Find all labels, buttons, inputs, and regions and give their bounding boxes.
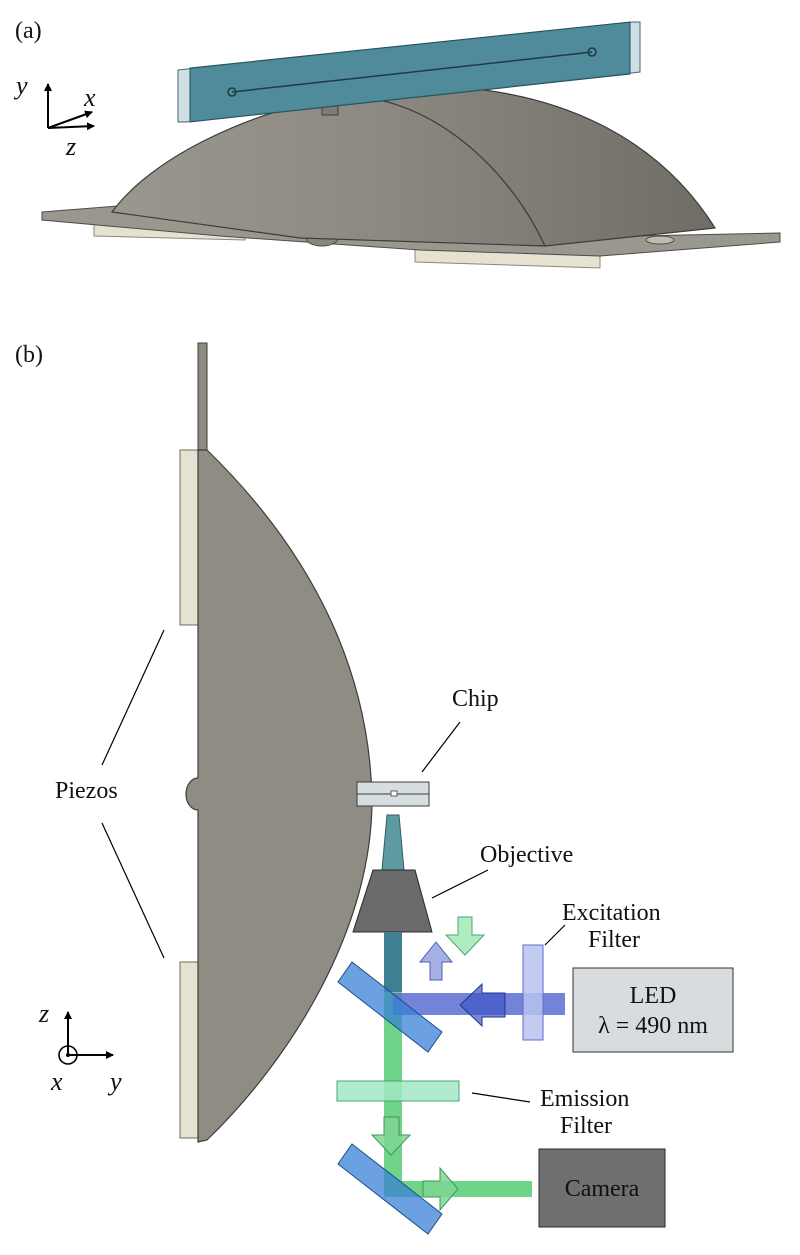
emission-right-arrow (422, 1166, 459, 1212)
axis-x-dot (66, 1053, 70, 1057)
chip-outlet (587, 47, 597, 57)
dichroic-mirror (337, 961, 443, 1053)
axis-z-arrow (47, 122, 95, 131)
excitation-filter-label-1: Excitation (562, 900, 661, 926)
chip-channel (231, 51, 593, 93)
axis-x-label-b: x (50, 1067, 63, 1096)
piezos-leader-bottom (101, 822, 165, 959)
chip-leader (421, 721, 461, 773)
beam-column-upper (384, 932, 402, 992)
piezos-label: Piezos (55, 778, 118, 804)
piezos-leader-top (101, 629, 165, 766)
excitation-filter-label-2: Filter (588, 927, 640, 953)
panel-a-axes: y x z (13, 71, 96, 161)
emission-down-arrow-top (444, 916, 486, 956)
axis-y-label-b: y (107, 1067, 122, 1096)
emission-filter-label-2: Filter (560, 1113, 612, 1139)
chip-label: Chip (452, 686, 499, 712)
led-label: LED (630, 983, 677, 1009)
axis-z-label: z (65, 132, 76, 161)
camera-label: Camera (565, 1176, 640, 1202)
objective-leader (431, 869, 489, 899)
axis-z-label-b: z (38, 999, 49, 1028)
excitation-up-arrow (418, 941, 454, 981)
objective-body (352, 869, 433, 933)
axis-x-arrow (47, 110, 93, 129)
panel-b: (b) (15, 342, 734, 1235)
camera-box (538, 1148, 666, 1228)
led-box (572, 967, 734, 1053)
emission-down-arrow (370, 1116, 412, 1156)
axis-x-label: x (83, 83, 96, 112)
excitation-filter-leader (544, 924, 566, 946)
fold-mirror (337, 1143, 443, 1235)
piezo-top (179, 449, 200, 626)
curved-mount-profile (185, 449, 373, 1143)
mount-hole (645, 235, 675, 245)
emission-filter-label-1: Emission (540, 1086, 629, 1112)
emission-filter-leader (471, 1092, 531, 1103)
excitation-direction-arrow (459, 982, 506, 1028)
axis-x-out-of-page (58, 1045, 78, 1065)
mount-top-rod (197, 342, 208, 454)
objective-tip (381, 814, 405, 871)
chip-side (356, 781, 430, 807)
chip-channel-dot (390, 790, 398, 797)
panel-a: (a) y x z (13, 18, 781, 269)
emission-filter (336, 1080, 460, 1102)
axis-y-label: y (13, 71, 28, 100)
panel-b-label: (b) (15, 342, 43, 368)
panel-b-axes: z x y (38, 999, 122, 1096)
objective-label: Objective (480, 842, 573, 868)
panel-a-label: (a) (15, 18, 42, 44)
led-wavelength: λ = 490 nm (598, 1013, 708, 1039)
chip-inlet (227, 87, 237, 97)
excitation-filter (522, 944, 544, 1041)
piezo-bottom (179, 961, 200, 1139)
